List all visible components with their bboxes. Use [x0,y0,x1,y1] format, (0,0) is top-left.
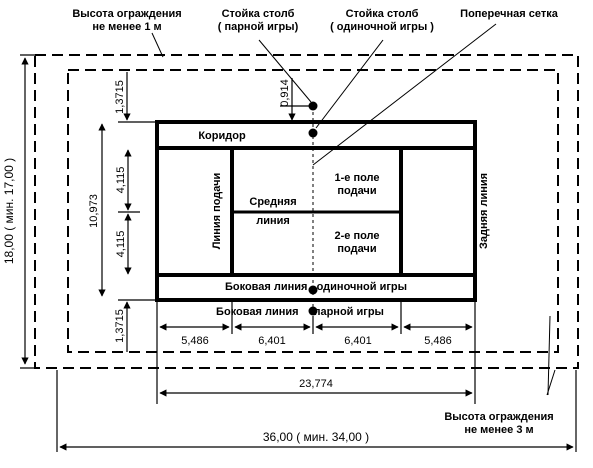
dim-singles-width: 10,973 [88,194,100,228]
dim-seg-2: 6,401 [258,335,286,347]
dim-service-bottom: 4,115 [115,231,127,258]
dim-seg-3: 6,401 [344,335,372,347]
dim-court-length: 23,774 [299,378,333,390]
dim-service-top: 4,115 [115,167,127,194]
dim-seg-4: 5,486 [424,335,452,347]
dim-total-length: 36,00 ( мин. 34,00 ) [263,430,369,444]
post-doubles-top [308,101,318,111]
label-post-doubles-2: ( парной игры) [218,21,299,33]
pointer-post-singles [315,39,384,129]
dim-alley-top: 1,3715 [114,80,126,114]
label-service-box-1-1: 1-е поле [334,172,379,184]
label-center-line-2: линия [256,215,290,227]
label-singles-sideline: Боковая линия одиночной игры [225,281,407,293]
label-service-line: Линия подачи [211,173,223,250]
label-post-doubles-1: Стойка столб [222,8,295,20]
dim-alley-bottom: 1,3715 [114,309,126,343]
dim-seg-1: 5,486 [181,335,209,347]
label-service-box-2-2: подачи [337,243,376,255]
post-singles-bottom [308,285,318,295]
pointer-fence-bottom [547,315,551,396]
label-corridor: Коридор [198,130,246,142]
pointer-fence-bottom-2 [546,369,556,396]
label-doubles-sideline: Боковая линия парной игры [216,306,384,318]
label-post-singles-1: Стойка столб [346,8,419,20]
label-service-box-2-1: 2-е поле [334,230,379,242]
inner-fence-boundary [67,69,559,353]
label-post-singles-2: ( одиночной игры ) [330,21,434,33]
post-singles-top [308,128,318,138]
label-baseline: Задняя линия [478,173,490,249]
label-net: Поперечная сетка [460,8,559,20]
dim-total-width: 18,00 ( мин. 17,00 ) [2,158,16,264]
outer-fence-boundary [34,54,579,369]
court [155,106,477,312]
court-outline [155,120,477,302]
dim-post-offset: 0,914 [279,79,291,107]
label-service-box-1-2: подачи [337,185,376,197]
label-fence-bottom-2: не менее 3 м [464,424,533,436]
label-center-line-1: Средняя [249,196,296,208]
pointer-net [312,23,497,166]
pointer-post-doubles [258,39,312,103]
label-fence-bottom-1: Высота ограждения [444,411,553,423]
label-fence-top-2: не менее 1 м [92,21,161,33]
label-fence-top-1: Высота ограждения [72,8,181,20]
post-doubles-bottom [308,306,318,316]
pointer-fence-top [151,32,164,58]
